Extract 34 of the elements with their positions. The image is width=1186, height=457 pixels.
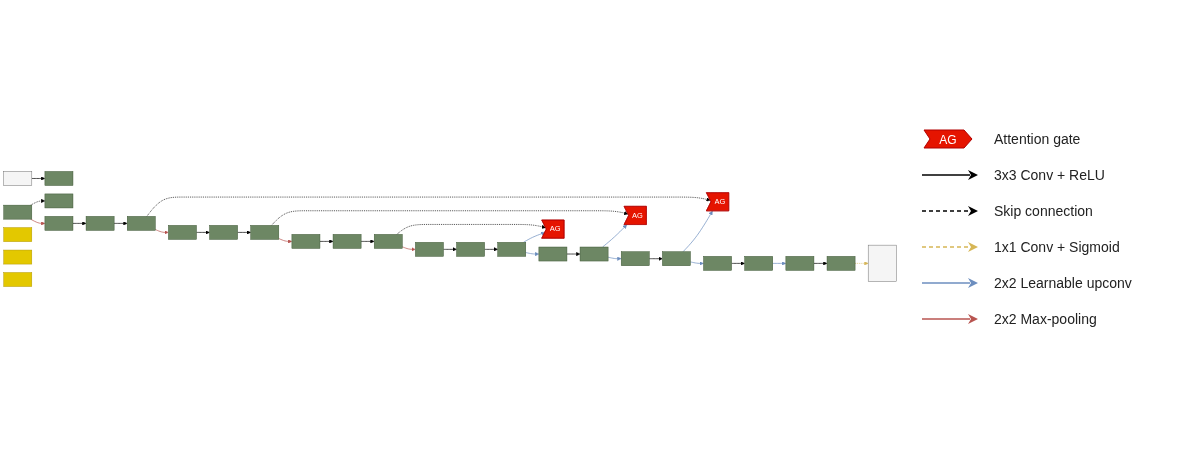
legend-label: 1x1 Conv + Sigmoid [994, 238, 1120, 255]
node-box [250, 224, 280, 240]
node-box [826, 255, 856, 271]
node-box [415, 241, 444, 257]
node-box [44, 170, 74, 186]
node-box [3, 271, 33, 287]
node-box [374, 233, 403, 249]
legend-label: 2x2 Max-pooling [994, 310, 1097, 327]
legend-label: Skip connection [994, 202, 1093, 219]
node-box [3, 204, 33, 219]
node-box [703, 255, 732, 271]
node-box [456, 241, 485, 257]
node-box [538, 246, 568, 261]
legend-label: 2x2 Learnable upconv [994, 274, 1132, 291]
node-box [620, 250, 650, 266]
node-box [744, 255, 773, 271]
legend-label: 3x3 Conv + ReLU [994, 166, 1105, 183]
node-box [127, 215, 156, 231]
node-box [497, 241, 526, 257]
node-box [168, 224, 197, 240]
node-box [85, 215, 115, 231]
node-box [579, 246, 609, 261]
node-box [209, 224, 238, 240]
node-box [44, 193, 74, 208]
node-box [291, 233, 321, 249]
node-box [662, 250, 691, 266]
node-box [3, 170, 33, 186]
node-box [332, 233, 362, 249]
node-bar [867, 244, 897, 282]
node-box [44, 215, 74, 231]
legend-label: Attention gate [994, 130, 1081, 147]
node-box [3, 249, 33, 264]
node-box [3, 226, 33, 242]
node-box [785, 255, 815, 271]
